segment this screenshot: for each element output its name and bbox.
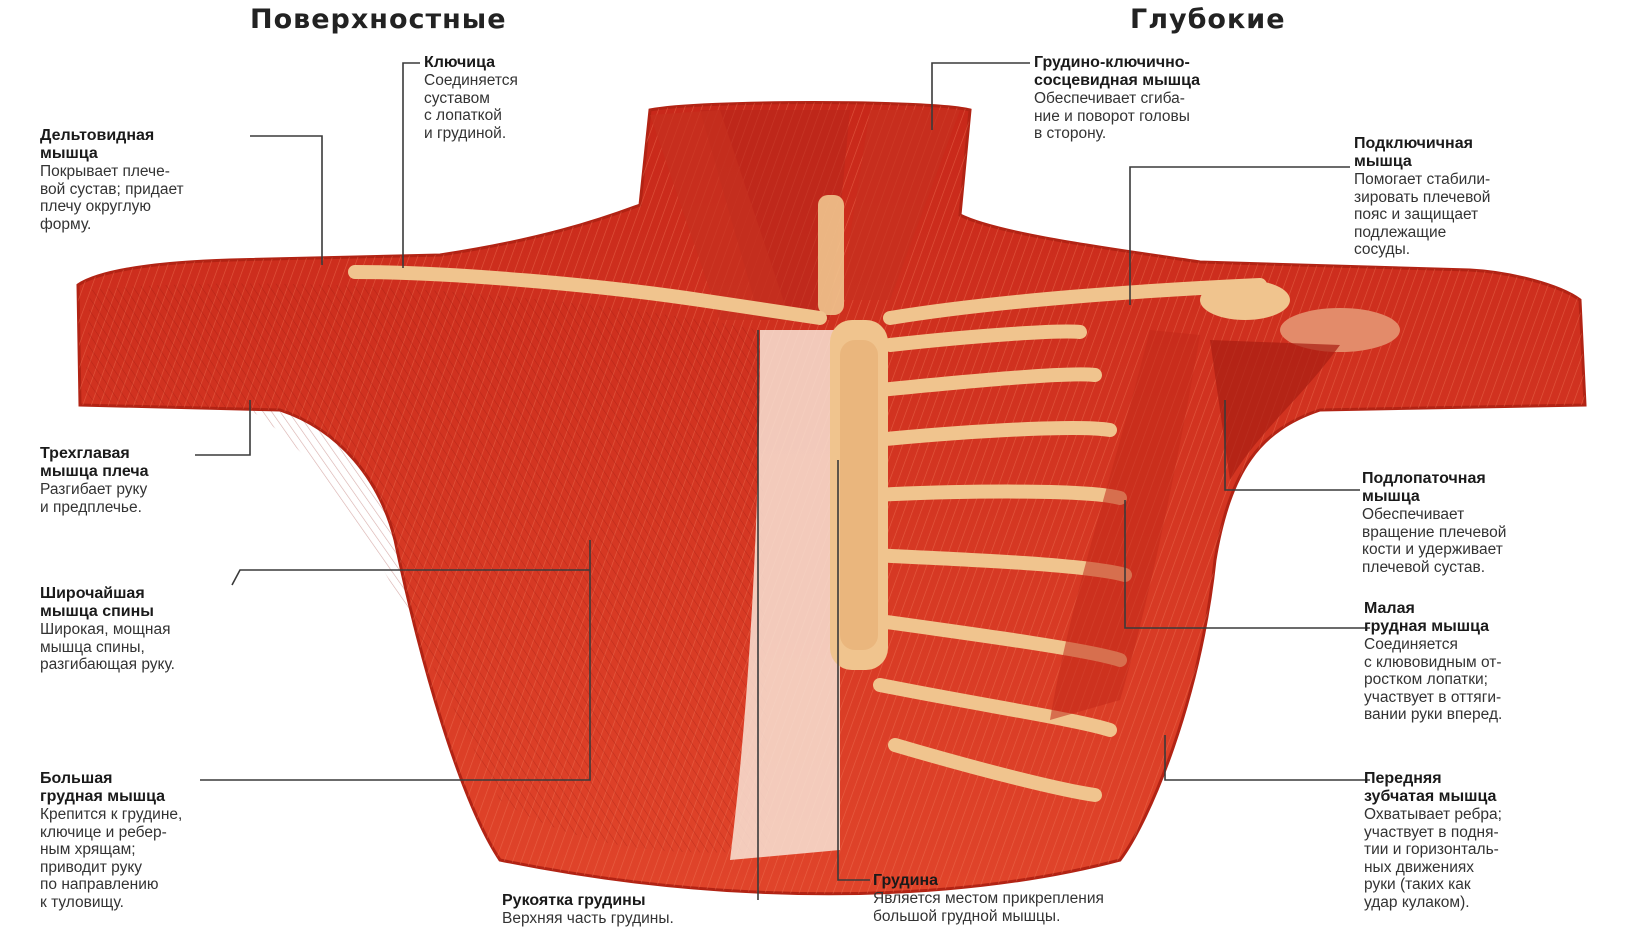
- label-pectoralis-major-desc: Крепится к грудине, ключице и ребер- ным…: [40, 806, 330, 911]
- label-subscapularis: Подлопаточная мышца Обеспечивает вращени…: [1362, 470, 1642, 576]
- label-subclavius-title: Подключичная мышца: [1354, 135, 1644, 171]
- label-serratus-desc: Охватывает ребра; участвует в подня- тии…: [1364, 806, 1644, 911]
- label-sternocleidomastoid-desc: Обеспечивает сгиба- ние и поворот головы…: [1034, 90, 1364, 143]
- label-pectoralis-major-title: Большая грудная мышца: [40, 770, 330, 806]
- label-manubrium-desc: Верхняя часть грудины.: [502, 910, 822, 928]
- trachea: [818, 195, 844, 315]
- label-pectoralis-major: Большая грудная мышца Крепится к грудине…: [40, 770, 330, 911]
- label-deltoid-title: Дельтовидная мышца: [40, 127, 330, 163]
- label-latissimus-title: Широчайшая мышца спины: [40, 585, 310, 621]
- label-deltoid: Дельтовидная мышца Покрывает плече- вой …: [40, 127, 330, 233]
- label-subscapularis-desc: Обеспечивает вращение плечевой кости и у…: [1362, 506, 1642, 576]
- label-triceps-title: Трехглавая мышца плеча: [40, 445, 270, 481]
- label-pectoralis-minor-title: Малая грудная мышца: [1364, 600, 1644, 636]
- label-sternocleidomastoid: Грудино-ключично- сосцевидная мышца Обес…: [1034, 54, 1364, 143]
- label-subclavius: Подключичная мышца Помогает стабили- зир…: [1354, 135, 1644, 259]
- label-clavicle: Ключица Соединяется суставом с лопаткой …: [424, 54, 644, 142]
- pectoralis-major-shape: [85, 284, 770, 853]
- label-clavicle-desc: Соединяется суставом с лопаткой и грудин…: [424, 72, 644, 142]
- label-sternum-title: Грудина: [873, 872, 1313, 890]
- label-serratus-title: Передняя зубчатая мышца: [1364, 770, 1644, 806]
- label-deltoid-desc: Покрывает плече- вой сустав; придает пле…: [40, 163, 330, 233]
- label-sternocleidomastoid-title: Грудино-ключично- сосцевидная мышца: [1034, 54, 1364, 90]
- label-sternum-desc: Является местом прикрепления большой гру…: [873, 890, 1313, 925]
- label-subclavius-desc: Помогает стабили- зировать плечевой пояс…: [1354, 171, 1644, 259]
- label-subscapularis-title: Подлопаточная мышца: [1362, 470, 1642, 506]
- heading-superficial: Поверхностные: [250, 4, 507, 35]
- label-serratus: Передняя зубчатая мышца Охватывает ребра…: [1364, 770, 1644, 911]
- label-sternum: Грудина Является местом прикрепления бол…: [873, 872, 1313, 925]
- label-pectoralis-minor-desc: Соединяется с клювовидным от- ростком ло…: [1364, 636, 1644, 724]
- heading-deep: Глубокие: [1130, 4, 1286, 35]
- label-clavicle-title: Ключица: [424, 54, 644, 72]
- label-triceps: Трехглавая мышца плеча Разгибает руку и …: [40, 445, 270, 516]
- label-latissimus-desc: Широкая, мощная мышца спины, разгибающая…: [40, 621, 310, 674]
- label-pectoralis-minor: Малая грудная мышца Соединяется с клювов…: [1364, 600, 1644, 724]
- label-manubrium-title: Рукоятка грудины: [502, 892, 822, 910]
- label-triceps-desc: Разгибает руку и предплечье.: [40, 481, 270, 516]
- label-latissimus: Широчайшая мышца спины Широкая, мощная м…: [40, 585, 310, 674]
- label-manubrium: Рукоятка грудины Верхняя часть грудины.: [502, 892, 822, 928]
